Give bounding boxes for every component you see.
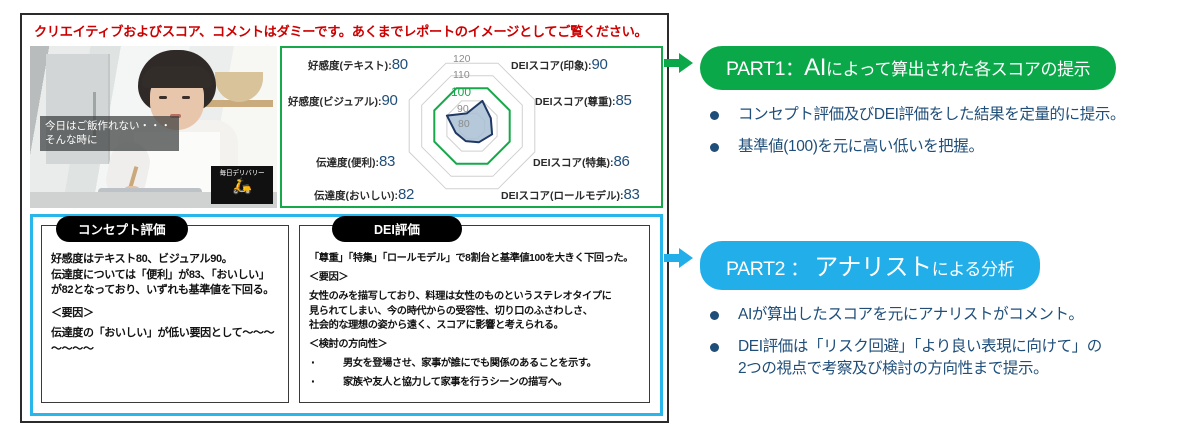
radar-label-dentatsu-oishii: 伝達度(おいしい):82 xyxy=(314,186,415,203)
part1-block: PART1：AIによって算出された各スコアの提示 コンセプト評価及びDEI評価を… xyxy=(700,46,1125,168)
radar-label-score: 83 xyxy=(623,186,640,203)
concept-card-body: 好感度はテキスト80、ビジュアル90。 伝達度については「便利」が83、「おいし… xyxy=(51,252,280,357)
spacer xyxy=(51,299,280,306)
dei-factor-line: 社会的な理想の姿から遠く、スコアに影響と考えられる。 xyxy=(309,319,564,331)
radar-label-name: 好感度(ビジュアル) xyxy=(288,96,378,108)
concept-factor-line: ～～～～ xyxy=(51,342,94,355)
dei-card-body: 「尊重」「特集」「ロールモデル」で8割台と基準値100を大きく下回った。 ＜要因… xyxy=(309,252,641,391)
dei-evaluation-card: DEI評価 「尊重」「特集」「ロールモデル」で8割台と基準値100を大きく下回っ… xyxy=(299,216,650,403)
radar-label-score: 86 xyxy=(613,153,630,170)
radar-ring-90 xyxy=(446,100,498,152)
radar-label-score: 90 xyxy=(591,56,608,73)
ring-label-110: 110 xyxy=(453,69,470,81)
part2-title-pill: PART2 ： アナリストによる分析 xyxy=(700,241,1041,290)
video-caption: 今日はご飯作れない・・・ そんな時に xyxy=(40,116,179,151)
person-eye-right xyxy=(182,96,190,99)
part1-bullet-item: コンセプト評価及びDEI評価をした結果を定量的に提示。 xyxy=(704,104,1125,126)
dei-direction-item: 男女を登場させ、家事が誰にでも関係のあることを示す。 xyxy=(309,355,641,371)
part2-arrow-icon xyxy=(664,248,693,268)
radar-label-dei-feature: DEIスコア(特集):86 xyxy=(533,153,630,170)
part2-title-big: アナリスト xyxy=(814,254,932,281)
radar-label-score: 80 xyxy=(391,56,408,73)
dei-factor-heading: ＜要因＞ xyxy=(309,272,349,284)
radar-label-kokando-text: 好感度(テキスト):80 xyxy=(308,56,408,73)
pot-rim xyxy=(98,188,202,195)
part2-bullet-item: DEI評価は「リスク回避」「より良い表現に向けて」の 2つの視点で考察及び検討の… xyxy=(704,336,1102,380)
dei-direction-heading: ＜検討の方向性＞ xyxy=(309,339,388,351)
part1-bullet-list: コンセプト評価及びDEI評価をした結果を定量的に提示。 基準値(100)を元に高… xyxy=(704,104,1125,158)
brand-logo: 毎日デリバリー 🛵 xyxy=(211,166,273,204)
person-hair-front xyxy=(142,66,212,88)
ring-label-120: 120 xyxy=(453,53,471,65)
ring-label-80: 80 xyxy=(458,118,470,130)
dei-factor-line: 女性のみを描写しており、料理は女性のものというステレオタイプに xyxy=(309,291,612,303)
radar-label-name: DEIスコア(印象) xyxy=(511,60,588,72)
radar-ring-120 xyxy=(408,62,536,190)
wall-shelf xyxy=(195,100,273,107)
radar-label-name: DEIスコア(ロールモデル) xyxy=(501,190,620,202)
radar-label-score: 82 xyxy=(398,186,415,203)
part1-title-big: AI xyxy=(804,54,827,81)
report-panel: クリエイティブおよびスコア、コメントはダミーです。あくまでレポートのイメージとし… xyxy=(20,13,669,423)
analyst-comment-section: コンセプト評価 好感度はテキスト80、ビジュアル90。 伝達度については「便利」… xyxy=(30,214,663,416)
radar-label-dentatsu-benri: 伝達度(便利):83 xyxy=(316,153,396,170)
scooter-icon: 🛵 xyxy=(232,178,252,195)
dei-lead-line: 「尊重」「特集」「ロールモデル」で8割台と基準値100を大きく下回った。 xyxy=(309,253,634,264)
radar-label-name: 伝達度(おいしい) xyxy=(314,190,395,202)
concept-line: 好感度はテキスト80、ビジュアル90。 xyxy=(51,253,233,265)
part1-label: PART1： xyxy=(726,58,805,80)
radar-label-dei-respect: DEIスコア(尊重):85 xyxy=(535,92,632,109)
concept-factor-line: 伝達度の「おいしい」が低い要因として～～～ xyxy=(51,327,275,339)
concept-line: が82となっており、いずれも基準値を下回る。 xyxy=(51,284,274,296)
dei-factor-line: 見られてしまい、今の時代からの受容性、切り口のふさわしさ、 xyxy=(309,305,593,317)
part2-title-rest: による分析 xyxy=(931,260,1015,279)
ring-label-100: 100 xyxy=(451,85,472,99)
cabinet-handle-icon xyxy=(93,92,96,138)
radar-label-score: 85 xyxy=(615,92,632,109)
creative-video-thumbnail[interactable]: 今日はご飯作れない・・・ そんな時に 毎日デリバリー 🛵 xyxy=(30,46,277,208)
person-eye-left xyxy=(159,96,167,99)
radar-chart-panel: 120 110 100 90 80 好感度(テキスト):80 DEIスコア(印象… xyxy=(280,46,663,208)
radar-label-kokando-visual: 好感度(ビジュアル):90 xyxy=(288,92,398,109)
dei-card-title: DEI評価 xyxy=(332,216,462,242)
part1-bullet-item: 基準値(100)を元に高い低いを把握。 xyxy=(704,136,1125,158)
radar-ring-110 xyxy=(421,75,523,177)
part1-title-rest: によって算出された各スコアの提示 xyxy=(826,60,1091,79)
radar-label-name: 好感度(テキスト) xyxy=(308,60,389,72)
radar-label-dei-rolemodel: DEIスコア(ロールモデル):83 xyxy=(501,186,640,203)
radar-label-dei-impression: DEIスコア(印象):90 xyxy=(511,56,608,73)
radar-series-polygon xyxy=(445,99,494,144)
radar-label-name: DEIスコア(特集) xyxy=(533,157,610,169)
concept-line: 伝達度については「便利」が83、「おいしい」 xyxy=(51,268,270,281)
radar-label-name: 伝達度(便利) xyxy=(316,157,376,169)
radar-chart-svg xyxy=(408,62,536,190)
radar-ring-100 xyxy=(433,87,511,165)
dei-direction-item: 家族や友人と協力して家事を行うシーンの描写へ。 xyxy=(309,374,641,390)
concept-evaluation-card: コンセプト評価 好感度はテキスト80、ビジュアル90。 伝達度については「便利」… xyxy=(41,216,289,403)
part2-label: PART2 ： xyxy=(726,258,810,280)
radar-label-name: DEIスコア(尊重) xyxy=(535,96,612,108)
concept-card-title: コンセプト評価 xyxy=(56,216,188,242)
part2-block: PART2 ： アナリストによる分析 AIが算出したスコアを元にアナリストがコメ… xyxy=(700,241,1102,390)
part1-arrow-icon xyxy=(664,53,693,73)
concept-factor-heading: ＜要因＞ xyxy=(51,306,94,319)
radar-label-score: 90 xyxy=(381,92,398,109)
disclaimer-text: クリエイティブおよびスコア、コメントはダミーです。あくまでレポートのイメージとし… xyxy=(34,24,648,39)
ring-label-90: 90 xyxy=(457,103,469,115)
radar-label-score: 83 xyxy=(379,153,396,170)
part2-bullet-item: AIが算出したスコアを元にアナリストがコメント。 xyxy=(704,304,1102,326)
part2-bullet-list: AIが算出したスコアを元にアナリストがコメント。 DEI評価は「リスク回避」「よ… xyxy=(704,304,1102,380)
brand-logo-text: 毎日デリバリー xyxy=(219,170,265,177)
part1-title-pill: PART1：AIによって算出された各スコアの提示 xyxy=(700,46,1117,90)
